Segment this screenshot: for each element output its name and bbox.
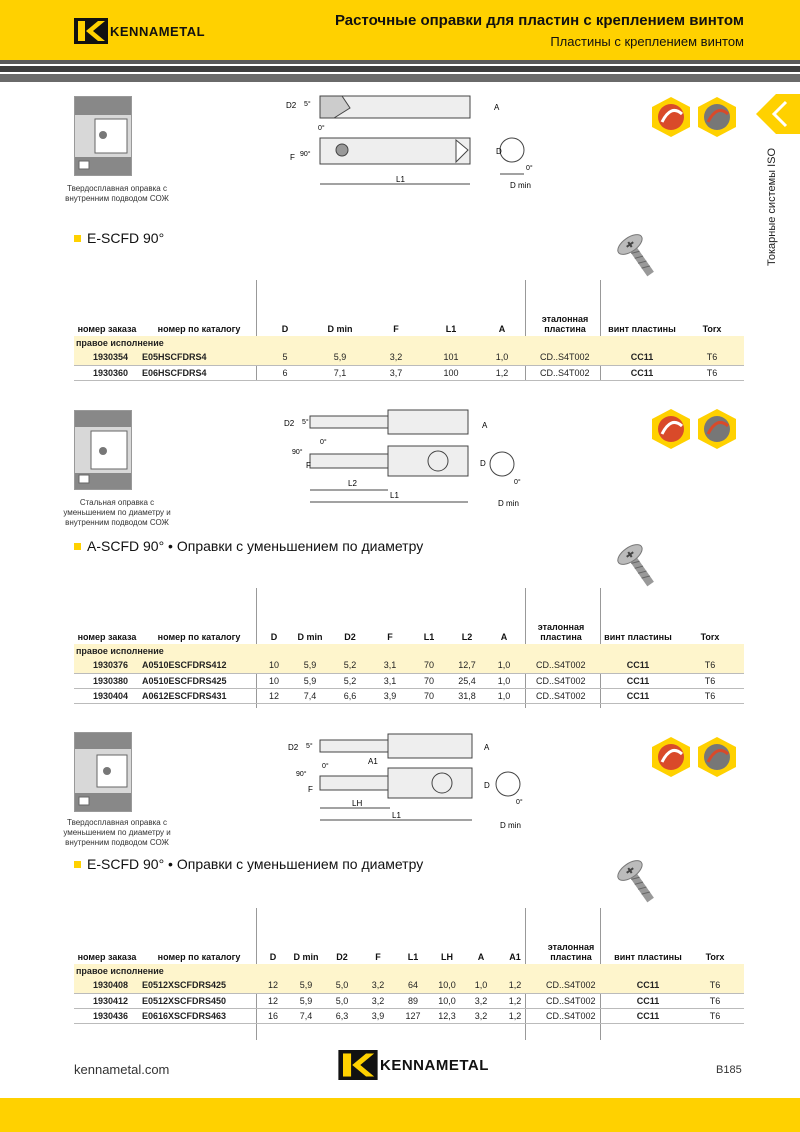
section-tab-chevron-icon <box>756 94 800 134</box>
threading-application-icon <box>698 409 736 449</box>
boring-application-icon <box>652 97 690 137</box>
boring-application-icon <box>652 409 690 449</box>
table-group-row: правое исполнение <box>74 336 744 350</box>
table-group-row: правое исполнение <box>74 644 744 658</box>
svg-text:D: D <box>496 147 502 156</box>
thumb-caption-1: Твердосплавная оправка с внутренним подв… <box>65 184 169 203</box>
brand-wordmark: KENNAMETAL <box>110 23 206 39</box>
insert-screw-icon-2 <box>617 544 654 587</box>
svg-text:D min: D min <box>500 821 521 830</box>
svg-text:A: A <box>484 743 490 752</box>
section-title-2: A-SCFD 90° • Оправки с уменьшением по ди… <box>74 538 423 554</box>
svg-text:0°: 0° <box>320 438 327 446</box>
side-category-label: Токарные системы ISO <box>766 147 778 266</box>
spec-table-2: номер заказа номер по каталогу D D min D… <box>74 622 744 704</box>
header-stripes <box>0 60 800 82</box>
table-row: 1930408 E0512XSCFDRS425 12 5,9 5,0 3,2 6… <box>74 978 744 994</box>
svg-text:90°: 90° <box>300 150 311 158</box>
page-number: B185 <box>716 1064 742 1076</box>
footer-brand-wordmark: KENNAMETAL <box>380 1056 489 1074</box>
table-header-row: номер заказа номер по каталогу D D min F… <box>77 314 722 334</box>
title-bullet <box>74 542 81 550</box>
spec-table-1: номер заказа номер по каталогу D D min F… <box>74 314 744 381</box>
svg-text:F: F <box>306 461 311 470</box>
divider <box>600 280 601 380</box>
spec-table-3: номер заказа номер по каталогу D D min D… <box>74 942 744 1024</box>
divider <box>525 280 526 380</box>
tool-drawing-2: D2 5° A 0° 90° F L2 L1 D 0° D min <box>284 409 521 508</box>
threading-application-icon <box>698 737 736 777</box>
application-badges-3 <box>650 736 738 778</box>
svg-text:0°: 0° <box>514 478 521 486</box>
table-group-row: правое исполнение <box>74 964 744 978</box>
svg-text:D: D <box>480 459 486 468</box>
table-row: 1930380 A0510ESCFDRS425 10 5,9 5,2 3,1 7… <box>74 673 744 689</box>
kennametal-logo: KENNAMETAL <box>74 18 205 44</box>
svg-text:D2: D2 <box>284 419 295 428</box>
svg-text:0°: 0° <box>516 798 523 806</box>
svg-text:0°: 0° <box>318 124 325 132</box>
threading-application-icon <box>698 97 736 137</box>
footer-url[interactable]: kennametal.com <box>74 1062 170 1077</box>
application-badges-2 <box>650 408 738 450</box>
svg-text:F: F <box>308 785 313 794</box>
insert-screw-icon-1 <box>617 234 654 277</box>
page-title: Расточные оправки для пластин с креплени… <box>334 12 744 29</box>
toolholder-photo-2 <box>74 410 132 490</box>
svg-text:A: A <box>494 103 500 112</box>
svg-text:L1: L1 <box>396 175 405 184</box>
section-title-3: E-SCFD 90° • Оправки с уменьшением по ди… <box>74 856 423 872</box>
kennametal-k-icon <box>338 1050 378 1080</box>
table-header-row: номер заказа номер по каталогу D D min D… <box>77 622 720 642</box>
svg-text:L1: L1 <box>392 811 401 820</box>
table-header-row: номер заказа номер по каталогу D D min D… <box>77 942 725 962</box>
svg-text:A: A <box>482 421 488 430</box>
toolholder-photo-1 <box>74 96 132 176</box>
svg-text:L1: L1 <box>390 491 399 500</box>
application-badges-1 <box>650 96 738 138</box>
toolholder-photo-3 <box>74 732 132 812</box>
thumb-caption-2: Стальная оправка с уменьшением по диамет… <box>63 498 171 527</box>
svg-text:D2: D2 <box>288 743 299 752</box>
insert-screw-icon-3 <box>617 860 654 903</box>
svg-text:90°: 90° <box>296 770 307 778</box>
tool-drawing-1: D2 5° A 0° F 90° D 0° L1 D min <box>286 95 533 190</box>
header-band <box>0 0 800 60</box>
table-row: 1930376 A0510ESCFDRS412 10 5,9 5,2 3,1 7… <box>74 658 744 674</box>
title-bullet <box>74 860 81 868</box>
svg-text:F: F <box>290 153 295 162</box>
divider <box>256 280 257 380</box>
svg-text:0°: 0° <box>526 164 533 172</box>
thumb-caption-3: Твердосплавная оправка с уменьшением по … <box>63 818 171 847</box>
table-row: 1930436 E0616XSCFDRS463 16 7,4 6,3 3,9 1… <box>74 1008 744 1024</box>
svg-text:5°: 5° <box>302 418 309 426</box>
footer-kennametal-logo: KENNAMETAL <box>338 1050 489 1080</box>
svg-text:90°: 90° <box>292 448 303 456</box>
svg-text:D2: D2 <box>286 101 297 110</box>
table-row: 1930354 E05HSCFDRS4 5 5,9 3,2 101 1,0 CD… <box>74 350 744 366</box>
svg-text:LH: LH <box>352 799 362 808</box>
svg-text:A1: A1 <box>368 757 378 766</box>
svg-text:5°: 5° <box>304 100 311 108</box>
svg-text:L2: L2 <box>348 479 357 488</box>
svg-text:0°: 0° <box>322 762 329 770</box>
page-subtitle: Пластины с креплением винтом <box>550 34 744 49</box>
kennametal-k-icon <box>74 18 108 44</box>
boring-application-icon <box>652 737 690 777</box>
table-row: 1930404 A0612ESCFDRS431 12 7,4 6,6 3,9 7… <box>74 688 744 704</box>
section-title-1: E-SCFD 90° <box>74 230 164 246</box>
table-row: 1930412 E0512XSCFDRS450 12 5,9 5,0 3,2 8… <box>74 993 744 1009</box>
footer-band <box>0 1098 800 1132</box>
tool-drawing-3: D2 5° A1 A 90° 0° F LH L1 D 0° D min <box>288 733 523 830</box>
table-row: 1930360 E06HSCFDRS4 6 7,1 3,7 100 1,2 CD… <box>74 365 744 381</box>
title-bullet <box>74 234 81 242</box>
svg-text:D min: D min <box>510 181 531 190</box>
svg-text:D min: D min <box>498 499 519 508</box>
svg-text:5°: 5° <box>306 742 313 750</box>
svg-text:D: D <box>484 781 490 790</box>
